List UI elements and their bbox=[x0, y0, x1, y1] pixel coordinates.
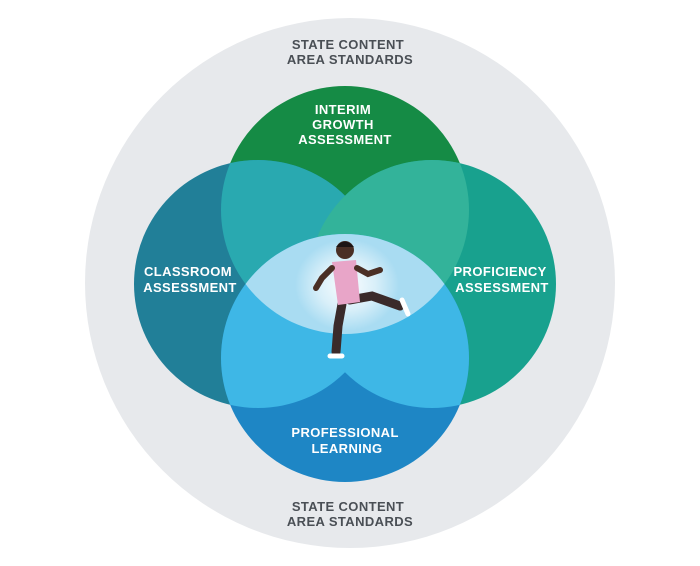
label-line: ASSESSMENT bbox=[298, 132, 392, 147]
outer-label-bottom-line: AREA STANDARDS bbox=[287, 514, 413, 529]
overlap-center bbox=[221, 234, 469, 334]
outer-label-top: STATE CONTENT AREA STANDARDS bbox=[287, 37, 413, 67]
outer-label-top-line: AREA STANDARDS bbox=[287, 52, 413, 67]
outer-label-top-line: STATE CONTENT bbox=[292, 37, 404, 52]
label-line: ASSESSMENT bbox=[455, 280, 549, 295]
label-line: PROFICIENCY bbox=[453, 264, 546, 279]
outer-label-bottom-line: STATE CONTENT bbox=[292, 499, 404, 514]
label-line: CLASSROOM bbox=[144, 264, 232, 279]
label-line: INTERIM bbox=[315, 102, 371, 117]
label-proficiency-assessment: PROFICIENCY ASSESSMENT bbox=[453, 264, 550, 295]
label-line: LEARNING bbox=[311, 441, 382, 456]
label-line: PROFESSIONAL bbox=[291, 425, 398, 440]
label-line: GROWTH bbox=[312, 117, 374, 132]
label-line: ASSESSMENT bbox=[143, 280, 237, 295]
label-interim-growth: INTERIM GROWTH ASSESSMENT bbox=[298, 102, 392, 147]
student-figure-illustration bbox=[313, 241, 411, 359]
label-professional-learning: PROFESSIONAL LEARNING bbox=[291, 425, 402, 456]
label-classroom-assessment: CLASSROOM ASSESSMENT bbox=[143, 264, 237, 295]
outer-label-bottom: STATE CONTENT AREA STANDARDS bbox=[287, 499, 413, 529]
